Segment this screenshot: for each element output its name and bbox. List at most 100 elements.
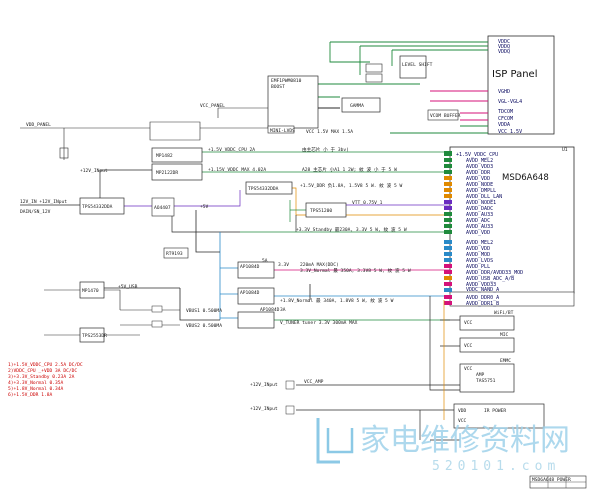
isp-pin: VDDQ (498, 49, 510, 55)
module-pin: VDD (458, 408, 467, 414)
dcdc-chips: MP1482 MP2122DR TPS54332DDA TPS54332DDA … (79, 147, 347, 218)
watermark: 家电维修资料网 520101.com (316, 418, 570, 474)
chip-current: 3A (280, 307, 286, 313)
isp-panel-title: ISP Panel (492, 69, 537, 80)
chip-label: TPS54332DDA (82, 204, 113, 210)
chip-label: MP1482 (156, 153, 173, 159)
v33-label: 3.3V (278, 262, 289, 268)
msd-ref: U1 (562, 147, 568, 153)
standby-label: +3.3V_Standby 最230A, 3.3V 5 W, 紋 波 5 W (296, 226, 407, 233)
legend-item: 4)+3.3V_Normal 0.35A (8, 380, 64, 386)
vcc-1v5-label: VCC 1.5V MAX 1.5A (306, 129, 353, 135)
isp-pin: VGHD (498, 89, 510, 95)
module-pin: TAS5751 (476, 378, 496, 384)
msd-pin: AVDD_AU33 (466, 212, 493, 218)
module-pin: VCC (464, 366, 473, 372)
legend-item: 1)+1.5V_VDDC_CPU 2.5A DC/DC (8, 362, 83, 368)
plus12v-input-label: +12V_INput (80, 168, 108, 174)
module-pin: AMP (476, 372, 485, 378)
level-shift-chip (399, 55, 427, 79)
legend-item: 5)+1.8V_Normal 0.34A (8, 386, 64, 392)
chip-label: TPS51200 (310, 208, 332, 214)
chip-label: MP2122DR (156, 170, 178, 176)
msd-pin: AVDD_VDD (466, 176, 490, 182)
isp-bus-lines (318, 41, 488, 134)
msd-pin: AVDD_VDD33 (466, 282, 496, 288)
chip-label: AP1084D (240, 264, 260, 270)
legend-item: 6)+1.5V_DDR 1.8A (8, 392, 52, 398)
module-title: IR POWER (484, 408, 506, 414)
panel-switch-group (20, 107, 268, 160)
msd-pin: AVDD_ADC (466, 218, 490, 224)
side-modules: WiFi/BT VCC MIC VCC EMMC VCC AMP TAS5751… (453, 310, 545, 429)
module-title: MIC (500, 332, 509, 338)
msd-pin: AVDD_USB_ADC_A/B (466, 276, 514, 282)
isp-pin: VDDA (498, 122, 510, 128)
msd-pin: AVDD_AU33 (466, 224, 493, 230)
msd-pin: AVDD_MOD (466, 252, 490, 258)
isp-pin: VDDC (498, 39, 510, 45)
msd-pin-pads (444, 151, 452, 305)
msd-title: MSD6A648 (502, 173, 549, 183)
usb2-label: VBUS2 0.500MA (186, 323, 222, 329)
msd-pin: +1.5V_VDDC_CPU (456, 152, 498, 158)
module-pin: VCC (464, 320, 473, 326)
plus12v-input-label: +12V_INput (250, 406, 278, 412)
vcom-buffer-chip (427, 109, 459, 121)
module-title: EMMC (500, 358, 511, 364)
power-input-label: 12V_IN +12V_INput (20, 199, 67, 205)
chip-label: GAMMA (350, 103, 364, 109)
legend-item: 2)VDDC_CPU _+VDD 3A DC/DC (8, 368, 77, 374)
legend-item: 3)+3.3V_Standby 0.23A 2A (8, 374, 75, 380)
isp-panel-block: ISP Panel VDDC VDDQ VDDQ VGHD VGL-VGL4 T… (487, 35, 555, 135)
title-block: MSD6A648 POWER (529, 475, 587, 489)
msd-pin: AVDD_DDR (466, 170, 491, 176)
vtuner-label: V_TUNER tuner 3.3V 300mA MAX (280, 320, 358, 326)
chip-label: EMF1PWM0810 (271, 78, 302, 84)
chip-label: VCOM BUFFER (430, 113, 461, 119)
dcdc-wires (20, 151, 450, 233)
chip-sub-label: BOOST (271, 84, 285, 90)
msd-pin: AVDD_DLL_LAN (466, 194, 502, 200)
title-block-label: MSD6A648 POWER (532, 477, 571, 483)
vddc-cpu-label: +1.5V_VDDC_CPU 2A (208, 147, 255, 153)
module-pin: VCC (464, 343, 473, 349)
isp-pin: CFCOM (498, 116, 513, 122)
vusb-label: +5V_USB (118, 284, 138, 290)
msd-pin-labels: +1.5V_VDDC_CPU AVDD_MEL2 AVDD_VDD3 AVDD_… (456, 152, 523, 307)
watermark-url: 520101.com (432, 459, 560, 474)
msd-pin: AVDD_NODE1 (466, 200, 496, 206)
vcc115-label: +1.15V_VDDC MAX 4.02A (208, 167, 266, 173)
ldo-chips: AP1084D 5A AP1084D AP1084D 3A (237, 258, 286, 329)
gamma-chip (341, 97, 381, 113)
legend: 1)+1.5V_VDDC_CPU 2.5A DC/DC 2)VDDC_CPU _… (8, 362, 83, 398)
plus12v-input-label: +12V_INput (250, 382, 278, 388)
msd-pin: AVDD_DDR/AVDD33_MOD (466, 270, 523, 276)
vddc-note: 由主芯片 小 于 3bv) (302, 146, 349, 153)
isp-pin: VDDQ (498, 44, 510, 50)
normal18-label: +1.8V_Normal 最 340A, 1.8V8 5 W, 紋 波 5 W (280, 297, 394, 304)
chip-label: RT9193 (166, 251, 183, 257)
module-title: WiFi/BT (494, 310, 514, 316)
plus5v-label: +5V (200, 204, 209, 210)
msd6a648-block: MSD6A648 U1 (449, 146, 575, 307)
msd-pin: AVDD_DMPLL (466, 188, 496, 194)
chip-label: TPS2553DR (82, 333, 107, 339)
normal33-label: 3.3V_Normal 最 350A, 3.3V8 5 W, 紋 波 5 W (300, 267, 411, 274)
watermark-text: 家电维修资料网 (360, 423, 570, 458)
panel-power-chips: EMF1PWM0810 BOOST GAMMA LEVEL SHIFT VCOM… (267, 55, 461, 135)
vdd-panel-label: VDD_PANEL (26, 122, 51, 128)
vcc-amp-label: VCC_AMP (304, 379, 324, 385)
chip-label: MP1470 (82, 288, 99, 294)
module-pin: VCC (458, 418, 467, 424)
chip-current: 5A (262, 258, 268, 264)
chip-label: AO4407 (154, 205, 171, 211)
msd-pin: AVDD_VDD3 (466, 164, 493, 170)
logo-mark (316, 418, 340, 464)
lower-right-wires (296, 296, 460, 441)
current-220-label: 220mA MAX(DDC) (300, 262, 339, 268)
power-input-sub: DAIN/SN_12V (20, 209, 51, 215)
msd-pin: AVDD_MEL2 (466, 158, 493, 164)
